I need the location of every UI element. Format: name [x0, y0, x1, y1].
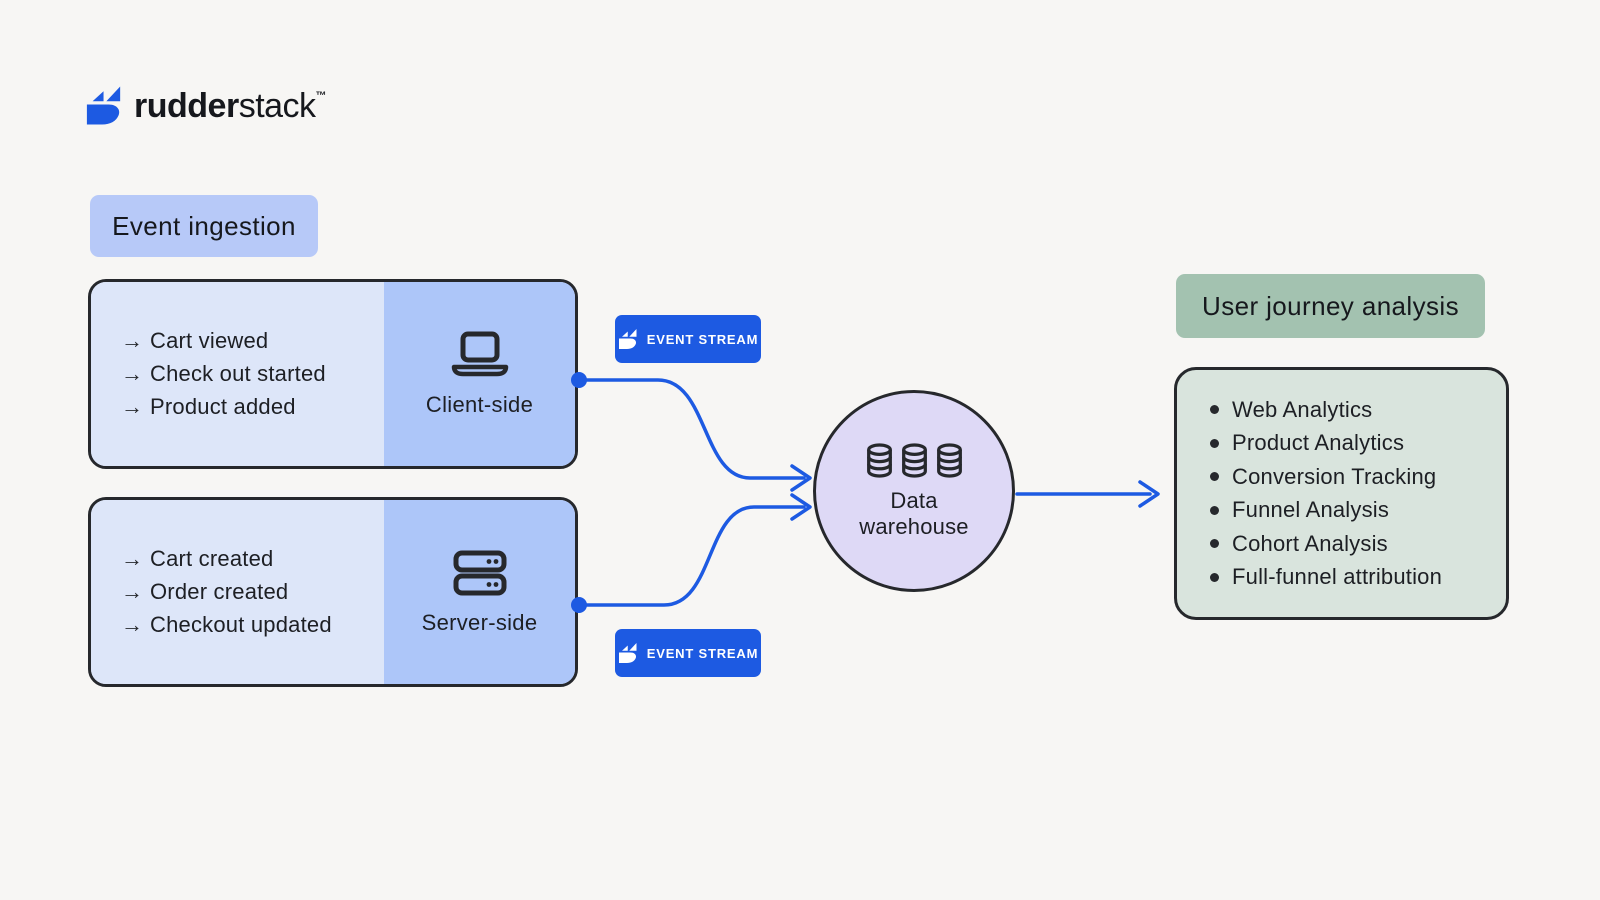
event-item: → Order created: [121, 576, 384, 609]
analysis-item: Conversion Tracking: [1210, 460, 1506, 494]
data-warehouse-node: Data warehouse: [813, 390, 1015, 592]
arrow-right-icon: →: [121, 579, 144, 604]
server-side-box: → Cart created → Order created → Checkou…: [88, 497, 578, 687]
rudderstack-logo-icon: [86, 86, 121, 125]
analysis-label: Conversion Tracking: [1232, 463, 1437, 489]
event-stream-badge-server: EVENT STREAM: [615, 629, 761, 677]
analysis-item: Web Analytics: [1210, 393, 1506, 427]
bullet-icon: [1210, 539, 1219, 549]
bullet-icon: [1210, 438, 1219, 448]
database-icon: [866, 442, 892, 478]
data-warehouse-label: Data warehouse: [859, 488, 968, 540]
bullet-icon: [1210, 572, 1219, 582]
analysis-label: Web Analytics: [1232, 396, 1373, 422]
analysis-item: Funnel Analysis: [1210, 494, 1506, 528]
arrow-right-icon: →: [121, 328, 144, 353]
event-item: → Cart viewed: [121, 325, 384, 358]
bullet-icon: [1210, 505, 1219, 515]
database-icon: [901, 442, 927, 478]
bullet-icon: [1210, 472, 1219, 482]
event-label: Product added: [150, 394, 296, 419]
server-to-warehouse-connector: [584, 505, 806, 607]
event-item: → Check out started: [121, 358, 384, 391]
event-ingestion-tag: Event ingestion: [90, 195, 318, 257]
rudderstack-badge-icon: [618, 643, 637, 663]
database-icon: [936, 442, 962, 478]
laptop-icon: [451, 331, 508, 376]
analysis-item: Full-funnel attribution: [1210, 561, 1506, 595]
arrowhead-icon: [1138, 480, 1160, 508]
analysis-label: Product Analytics: [1232, 430, 1405, 456]
trademark-symbol: ™: [315, 89, 327, 102]
bullet-icon: [1210, 405, 1219, 415]
event-item: → Product added: [121, 391, 384, 424]
event-ingestion-label: Event ingestion: [112, 210, 296, 241]
data-warehouse-line2: warehouse: [859, 513, 969, 539]
client-to-warehouse-connector: [584, 378, 806, 480]
arrow-right-icon: →: [121, 361, 144, 386]
event-label: Cart viewed: [150, 328, 269, 353]
arrowhead-icon: [790, 493, 812, 521]
event-item: → Checkout updated: [121, 609, 384, 642]
analysis-item: Cohort Analysis: [1210, 527, 1506, 561]
event-label: Order created: [150, 579, 289, 604]
event-stream-label: EVENT STREAM: [646, 645, 759, 661]
event-label: Check out started: [150, 361, 326, 386]
client-side-label: Client-side: [425, 391, 534, 417]
arrow-right-icon: →: [121, 612, 144, 637]
rudderstack-logo: rudderstack™: [85, 85, 327, 126]
rudderstack-badge-icon: [618, 329, 637, 349]
event-stream-label: EVENT STREAM: [646, 331, 759, 347]
user-journey-analysis-box: Web Analytics Product Analytics Conversi…: [1174, 367, 1509, 620]
analysis-label: Cohort Analysis: [1232, 530, 1388, 556]
event-item: → Cart created: [121, 543, 384, 576]
analysis-item: Product Analytics: [1210, 427, 1506, 461]
arrow-right-icon: →: [121, 546, 144, 571]
analysis-label: Full-funnel attribution: [1232, 564, 1443, 590]
wordmark-light: stack: [238, 86, 316, 125]
client-side-box: → Cart viewed → Check out started → Prod…: [88, 279, 578, 469]
client-side-panel: Client-side: [384, 282, 575, 466]
server-events-panel: → Cart created → Order created → Checkou…: [91, 500, 384, 684]
data-warehouse-line1: Data: [890, 487, 938, 513]
event-stream-badge-client: EVENT STREAM: [615, 315, 761, 363]
server-side-panel: Server-side: [384, 500, 575, 684]
client-events-panel: → Cart viewed → Check out started → Prod…: [91, 282, 384, 466]
wordmark-bold: rudder: [134, 86, 239, 125]
arrow-right-icon: →: [121, 394, 144, 419]
arrowhead-icon: [790, 464, 812, 492]
server-icon: [453, 550, 506, 595]
user-journey-analysis-label: User journey analysis: [1202, 290, 1459, 321]
database-icons: [866, 442, 963, 478]
rudderstack-wordmark: rudderstack™: [134, 89, 327, 123]
user-journey-analysis-tag: User journey analysis: [1176, 274, 1485, 338]
server-side-label: Server-side: [421, 609, 538, 635]
event-label: Checkout updated: [150, 612, 332, 637]
event-label: Cart created: [150, 546, 274, 571]
analysis-label: Funnel Analysis: [1232, 497, 1390, 523]
